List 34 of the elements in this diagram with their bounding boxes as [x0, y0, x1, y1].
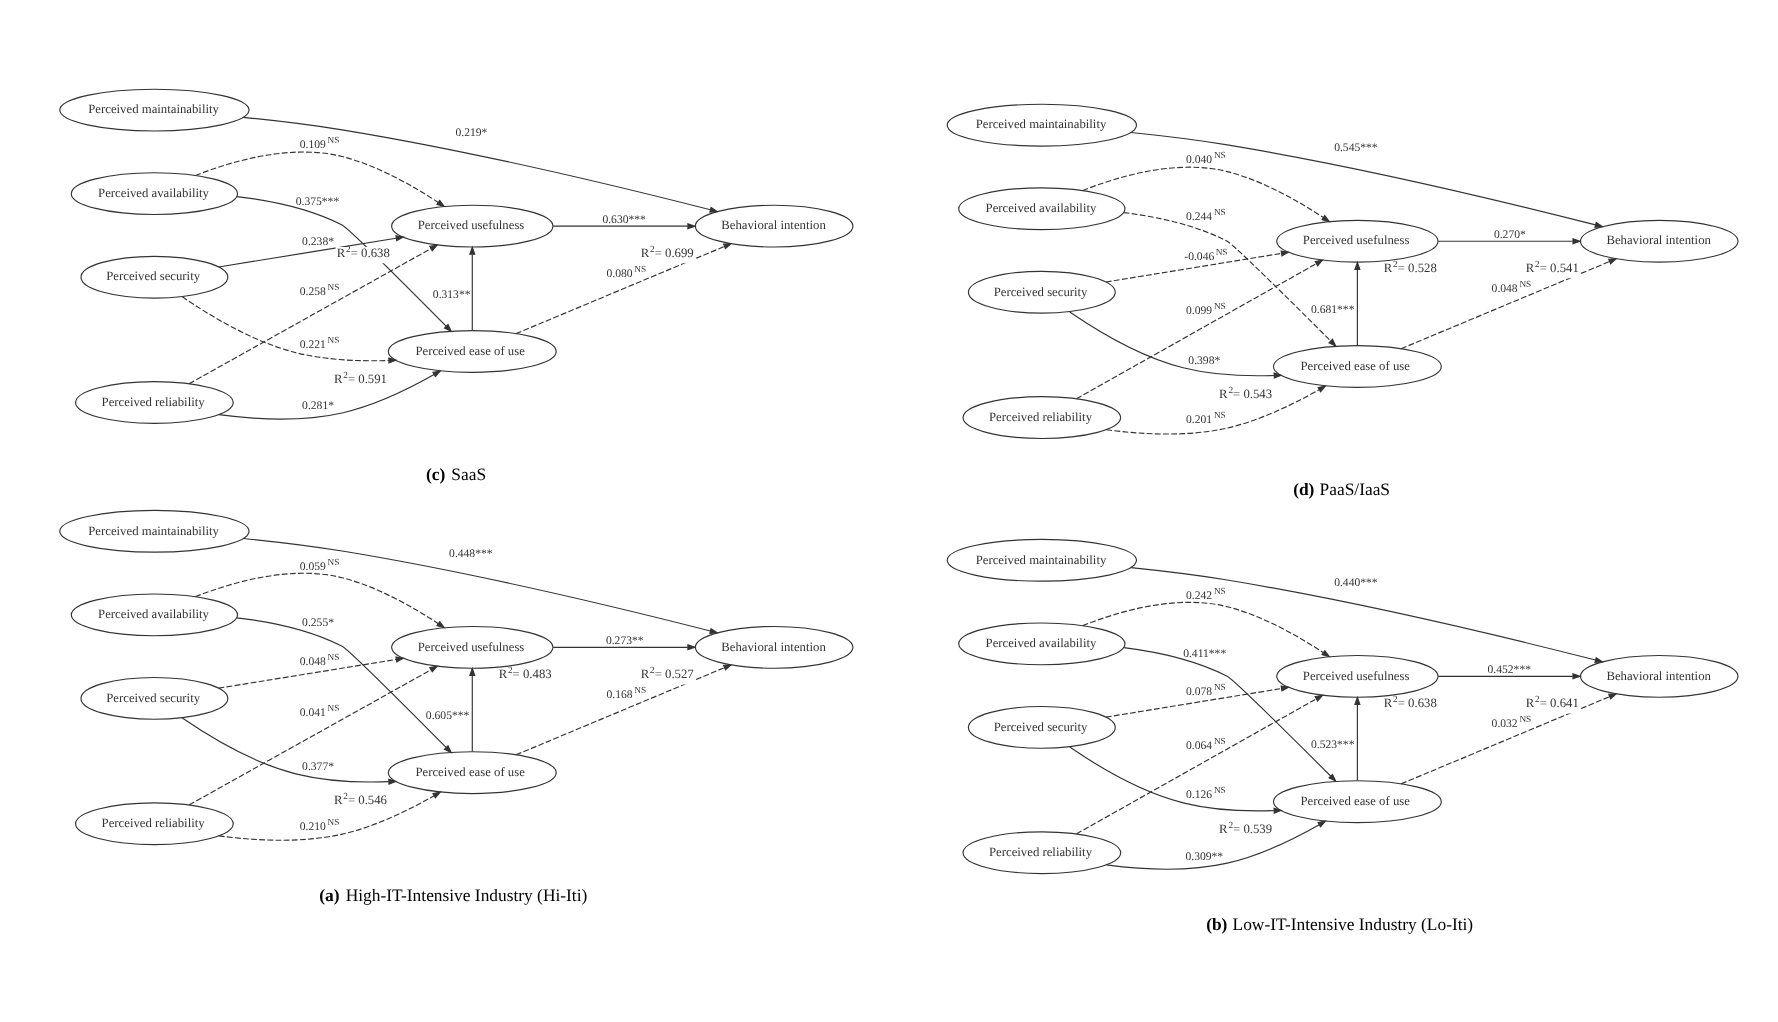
arrow [181, 717, 398, 785]
arrow [243, 537, 719, 634]
arrow [218, 656, 405, 689]
arrow [1069, 311, 1283, 379]
arrow [188, 665, 439, 806]
arrow [552, 644, 697, 651]
arrow [194, 151, 446, 208]
label: (d) PaaS/IaaS [1293, 479, 1391, 500]
arrow [1075, 259, 1324, 400]
arrow [469, 245, 476, 331]
arrow [194, 572, 446, 629]
arrow [1437, 673, 1582, 680]
arrow [1105, 685, 1291, 718]
arrow [1123, 211, 1337, 348]
arrow [1082, 166, 1331, 223]
arrow [552, 222, 697, 230]
arrow [1354, 260, 1361, 347]
arrow [236, 196, 453, 333]
arrow [469, 666, 476, 753]
arrow [243, 116, 719, 213]
label: (b) Low-IT-Intensive Industry (Lo-Iti) [1206, 914, 1474, 935]
arrow [1437, 237, 1582, 245]
arrow [1082, 601, 1331, 658]
arrow [1123, 647, 1337, 783]
arrow [1075, 694, 1324, 835]
arrow [1069, 746, 1283, 814]
arrow [1354, 695, 1361, 782]
arrow [1105, 250, 1291, 283]
arrow [1130, 567, 1605, 664]
arrow [181, 296, 398, 364]
label: (a) High-IT-Intensive Industry (Hi-Iti) [319, 885, 588, 906]
arrow [236, 617, 453, 754]
arrow [1130, 131, 1605, 228]
label: (c) SaaS [426, 464, 487, 485]
